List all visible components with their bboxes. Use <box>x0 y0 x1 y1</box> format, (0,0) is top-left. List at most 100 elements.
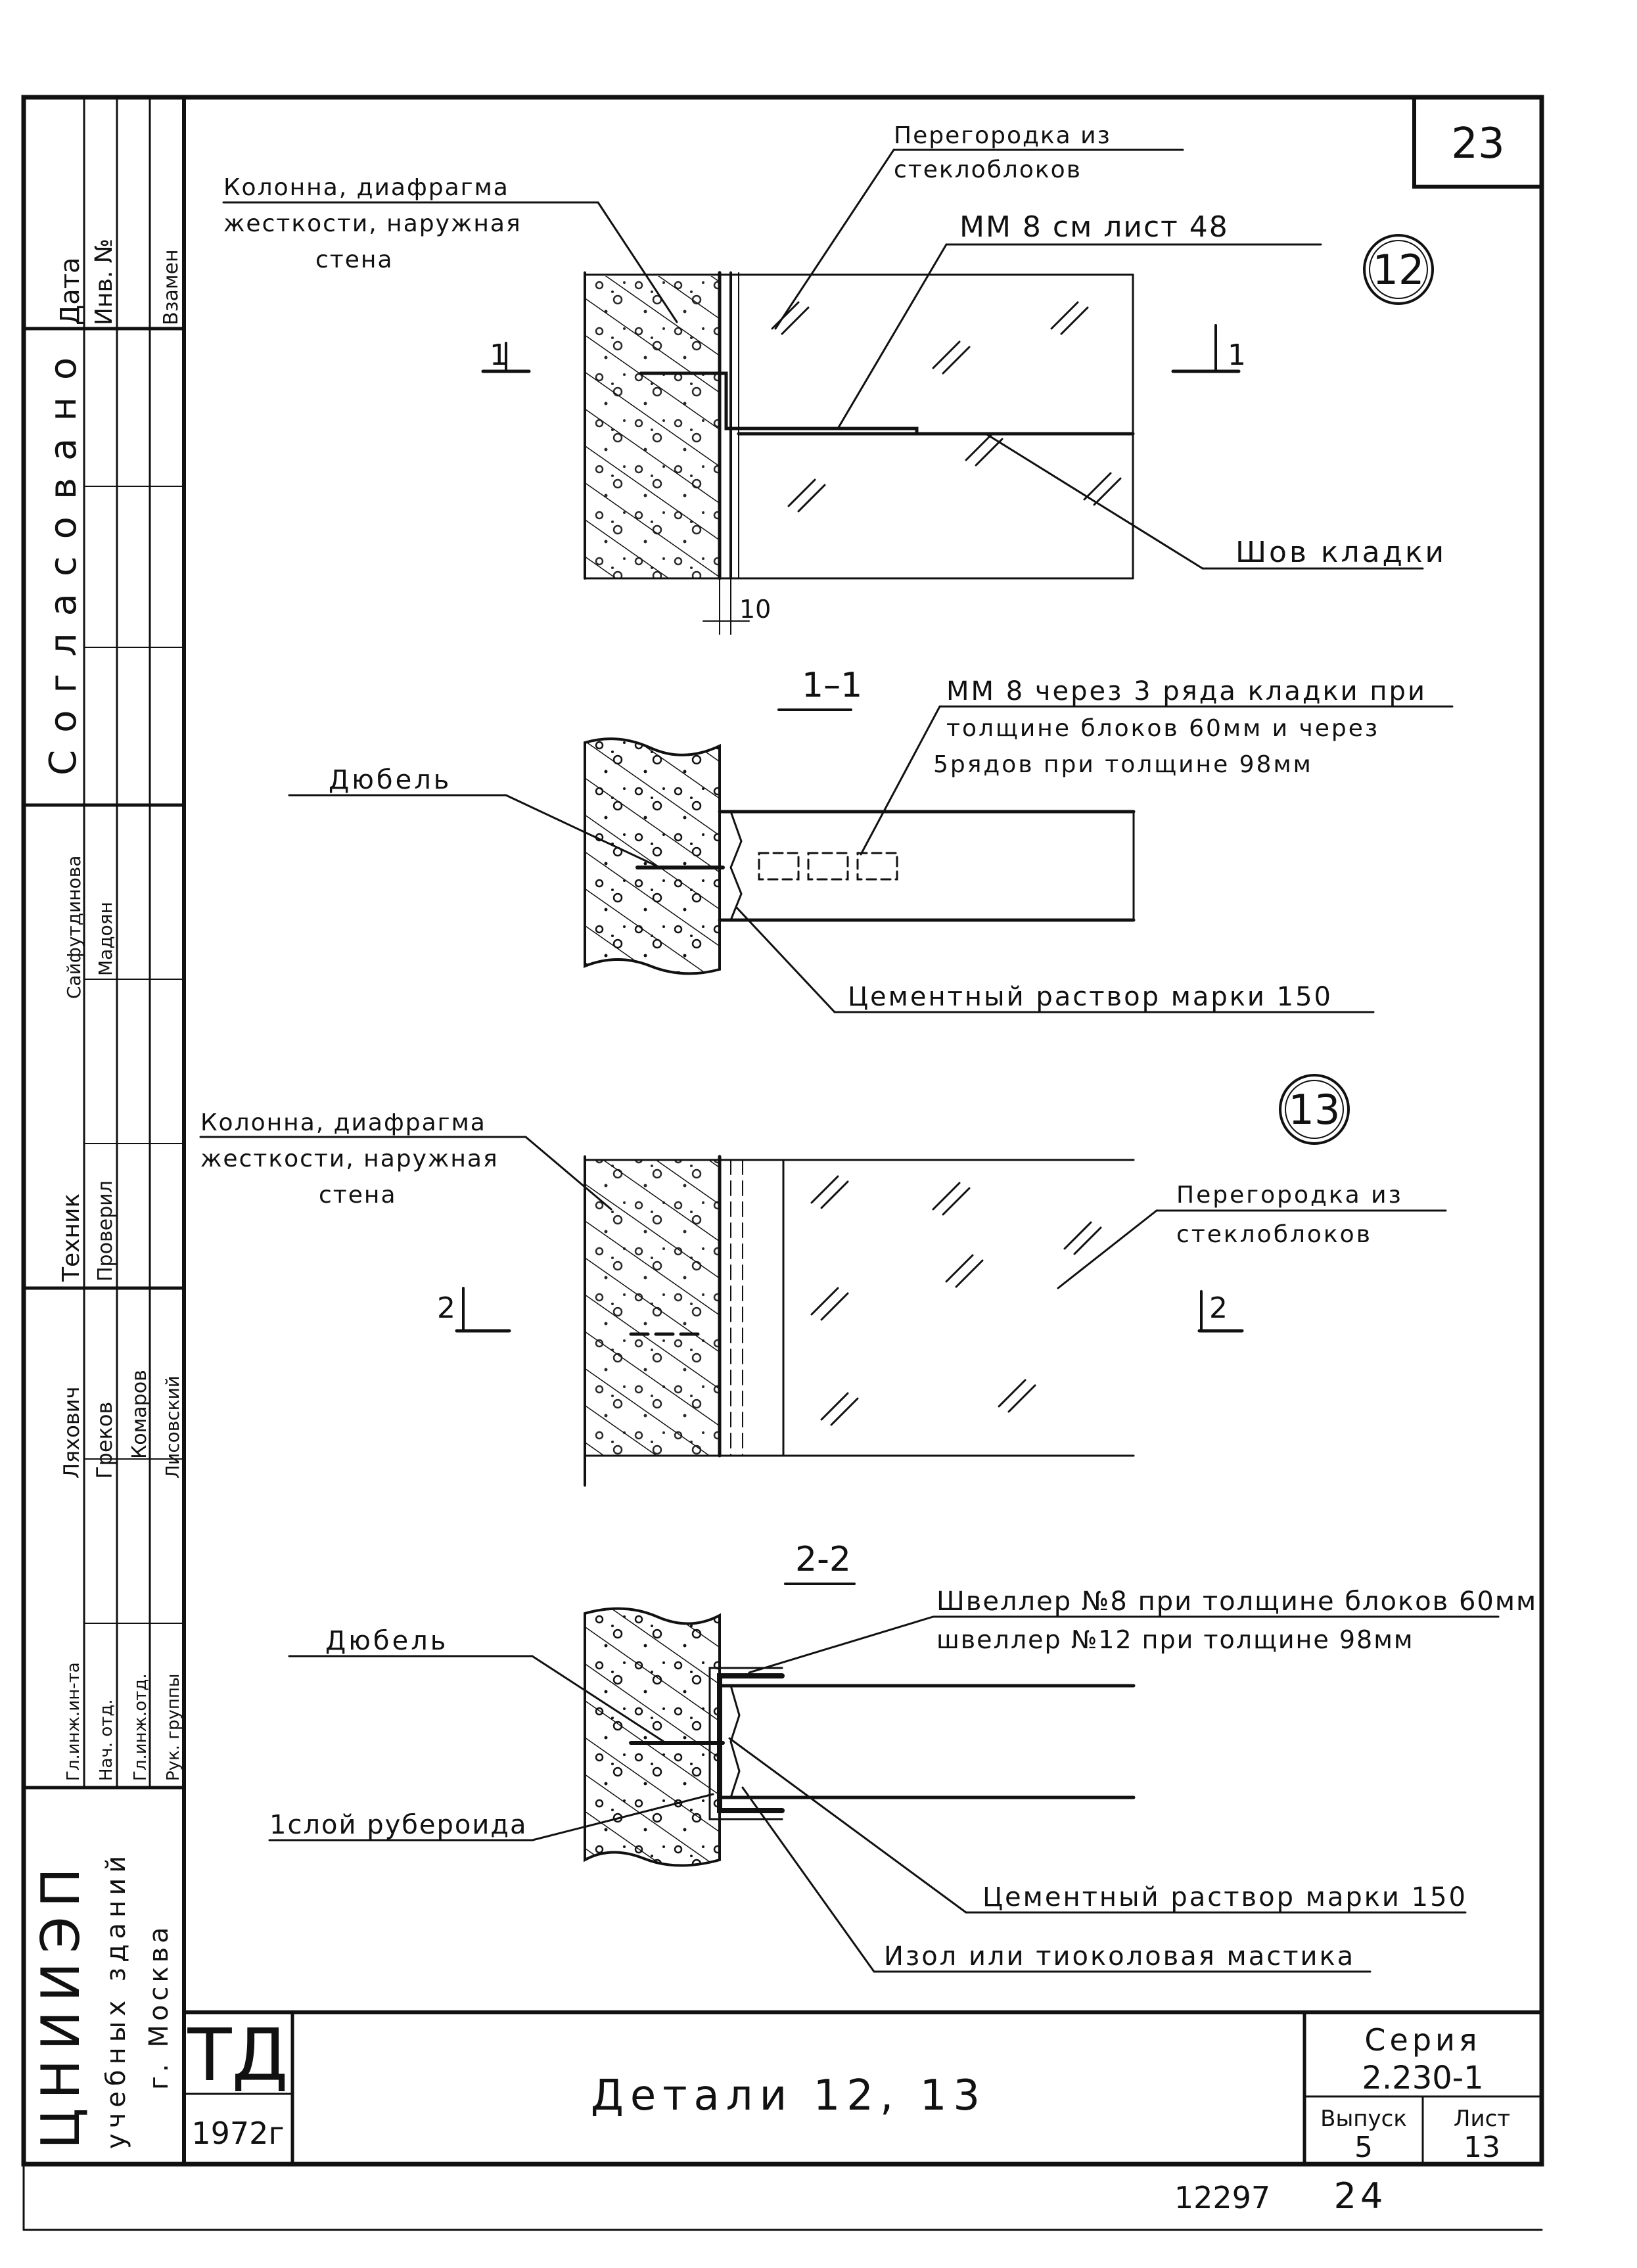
svg-text:Дюбель: Дюбель <box>329 765 451 795</box>
stamp-role-group-lead: Рук. группы <box>164 1674 183 1781</box>
stamp-name-lisovsky: Лисовский <box>162 1376 183 1479</box>
detail-12-cut-right: 1 <box>1171 324 1246 373</box>
stamp-name-komarov: Комаров <box>128 1370 151 1459</box>
section-1-1-label-anchor: ММ 8 через 3 ряда кладки при толщине бло… <box>860 676 1454 856</box>
detail-12-label-joint: Шов кладки <box>984 432 1446 570</box>
svg-text:жесткости, наружная: жесткости, наружная <box>200 1146 499 1172</box>
detail-12-cut-left: 1 <box>481 338 531 373</box>
sheet-number: 23 <box>1451 120 1504 168</box>
svg-text:2: 2 <box>1209 1291 1228 1325</box>
svg-text:Швеллер №8 при толщине блоков: Швеллер №8 при толщине блоков 60мм <box>936 1586 1537 1617</box>
stamp-org-city: г. Москва <box>144 1923 174 2090</box>
svg-text:1слой рубероида: 1слой рубероида <box>269 1810 528 1840</box>
stamp-role-chief-eng-inst: Гл.инж.ин-та <box>64 1662 83 1781</box>
detail-13: 2 2 13 Колонна, диафрагма жесткости, нар… <box>199 1074 1447 1487</box>
stamp-role-checked: Проверил <box>94 1180 117 1282</box>
detail-13-cut-right: 2 <box>1197 1290 1244 1333</box>
sheet-value: 13 <box>1464 2131 1500 2164</box>
detail-12: 1 1 10 12 Колонна, диафрагма жесткости, … <box>222 122 1446 635</box>
svg-text:1: 1 <box>1228 338 1246 372</box>
svg-text:Цементный раствор марки 150: Цементный раствор марки 150 <box>982 1882 1467 1912</box>
stamp-role-chief-eng-dept: Гл.инж.отд. <box>131 1673 150 1781</box>
stamp-header-replace: Взамен <box>160 249 183 325</box>
issue-value: 5 <box>1354 2131 1373 2164</box>
detail-12-marker: 12 <box>1373 246 1425 294</box>
section-1-1-label-mortar: Цементный раствор марки 150 <box>735 906 1375 1013</box>
title-logo: ТД <box>187 2013 288 2097</box>
section-2-2-label-roofing: 1слой рубероида <box>268 1793 714 1841</box>
stamp-top-headers: Дата Инв. № Взамен <box>55 239 183 325</box>
detail-12-label-partition: Перегородка из стеклоблоков <box>774 122 1184 330</box>
svg-text:10: 10 <box>739 595 771 624</box>
archive-number: 12297 <box>1174 2180 1270 2215</box>
svg-text:швеллер №12 при толщине 98мм: швеллер №12 при толщине 98мм <box>936 1625 1414 1654</box>
stamp-header-date: Дата <box>55 257 85 325</box>
detail-12-label-column: Колонна, диафрагма жесткости, наружная с… <box>222 174 678 323</box>
title-block: ТД 1972г Детали 12, 13 Серия 2.230-1 Вып… <box>182 2010 1544 2166</box>
stamp-role-technician: Техник <box>58 1193 85 1282</box>
stamp-org-subtitle: учебных зданий <box>101 1851 131 2149</box>
svg-text:1: 1 <box>490 338 508 372</box>
detail-13-marker: 13 <box>1289 1086 1341 1134</box>
title-text: Детали 12, 13 <box>591 2071 986 2120</box>
series-label: Серия <box>1364 2022 1481 2058</box>
svg-text:стена: стена <box>319 1182 397 1209</box>
section-2-2-label-dowel: Дюбель <box>288 1626 665 1743</box>
series-value: 2.230-1 <box>1362 2060 1483 2096</box>
detail-12-anchor <box>639 371 919 436</box>
stamp-organization: ЦНИИЭП учебных зданий г. Москва <box>30 1851 174 2149</box>
stamp-agreed: Согласовано <box>42 340 85 775</box>
stamp-header-inv: Инв. № <box>91 239 118 325</box>
stamp-role-head-dept: Нач. отд. <box>97 1699 116 1781</box>
section-2-2-title: 2-2 <box>795 1540 851 1579</box>
detail-12-glass-marks <box>771 301 1122 513</box>
svg-text:Дюбель: Дюбель <box>325 1626 448 1656</box>
svg-text:Шов кладки: Шов кладки <box>1235 536 1446 569</box>
svg-text:2: 2 <box>437 1291 455 1325</box>
side-stamp: Дата Инв. № Взамен Согласовано Сайфутдин… <box>22 95 186 2166</box>
section-1-1-label-dowel: Дюбель <box>288 765 658 868</box>
svg-text:5рядов при толщине 98мм: 5рядов при толщине 98мм <box>933 751 1313 778</box>
svg-text:ММ 8 см лист 48: ММ 8 см лист 48 <box>959 210 1229 244</box>
stamp-name-grekov: Греков <box>92 1402 117 1479</box>
svg-text:Колонна, диафрагма: Колонна, диафрагма <box>223 174 509 201</box>
stamp-name-madoyan: Мадоян <box>95 902 116 976</box>
svg-text:стена: стена <box>315 246 394 273</box>
sheet-frame: 23 <box>21 95 1544 2231</box>
section-1-1-anchor-dashed <box>758 852 898 881</box>
detail-13-glass-marks <box>810 1175 1102 1426</box>
page-number: 24 <box>1334 2175 1387 2217</box>
svg-text:жесткости, наружная: жесткости, наружная <box>223 210 522 237</box>
sheet-label: Лист <box>1454 2106 1510 2132</box>
section-2-2-channel <box>717 1673 785 1813</box>
svg-text:стеклоблоков: стеклоблоков <box>1176 1221 1372 1248</box>
section-2-2-label-mastic: Изол или тиоколовая мастика <box>741 1786 1372 1973</box>
svg-text:толщине блоков 60мм и через: толщине блоков 60мм и через <box>946 715 1379 742</box>
section-1-1: 1–1 ММ 8 через 3 ряда кладки при толщине… <box>288 666 1454 1013</box>
section-1-1-title: 1–1 <box>802 666 862 705</box>
detail-13-label-column: Колонна, диафрагма жесткости, наружная с… <box>199 1109 612 1211</box>
stamp-name-lyakhovich: Ляхович <box>59 1387 84 1479</box>
svg-text:Изол или тиоколовая мастика: Изол или тиоколовая мастика <box>884 1941 1355 1972</box>
stamp-name-saifutdinova: Сайфутдинова <box>63 856 85 999</box>
detail-12-marker-circle <box>1363 234 1434 305</box>
title-year: 1972г <box>191 2116 284 2151</box>
section-2-2: 2-2 Швеллер №8 при толщине блоков 60мм ш… <box>268 1540 1537 1973</box>
detail-13-label-partition: Перегородка из стеклоблоков <box>1057 1182 1447 1289</box>
svg-text:ММ 8 через 3 ряда кладки при: ММ 8 через 3 ряда кладки при <box>946 676 1427 706</box>
svg-text:Перегородка из: Перегородка из <box>894 122 1111 149</box>
detail-13-marker-circle <box>1279 1074 1350 1145</box>
section-2-2-label-mortar: Цементный раствор марки 150 <box>728 1737 1467 1914</box>
svg-text:Цементный раствор марки 150: Цементный раствор марки 150 <box>848 982 1333 1012</box>
detail-12-dimension: 10 <box>703 578 771 635</box>
sheet-number-box <box>1412 95 1544 189</box>
svg-text:Перегородка из: Перегородка из <box>1176 1182 1403 1209</box>
issue-label: Выпуск <box>1320 2106 1407 2132</box>
section-2-2-label-channel: Швеллер №8 при толщине блоков 60мм швелл… <box>748 1586 1537 1674</box>
stamp-org-name: ЦНИИЭП <box>30 1859 91 2149</box>
svg-text:Колонна, диафрагма: Колонна, диафрагма <box>200 1109 486 1136</box>
svg-text:стеклоблоков: стеклоблоков <box>894 156 1082 183</box>
detail-12-label-anchor: ММ 8 см лист 48 <box>837 210 1322 430</box>
detail-13-cut-left: 2 <box>437 1287 511 1333</box>
